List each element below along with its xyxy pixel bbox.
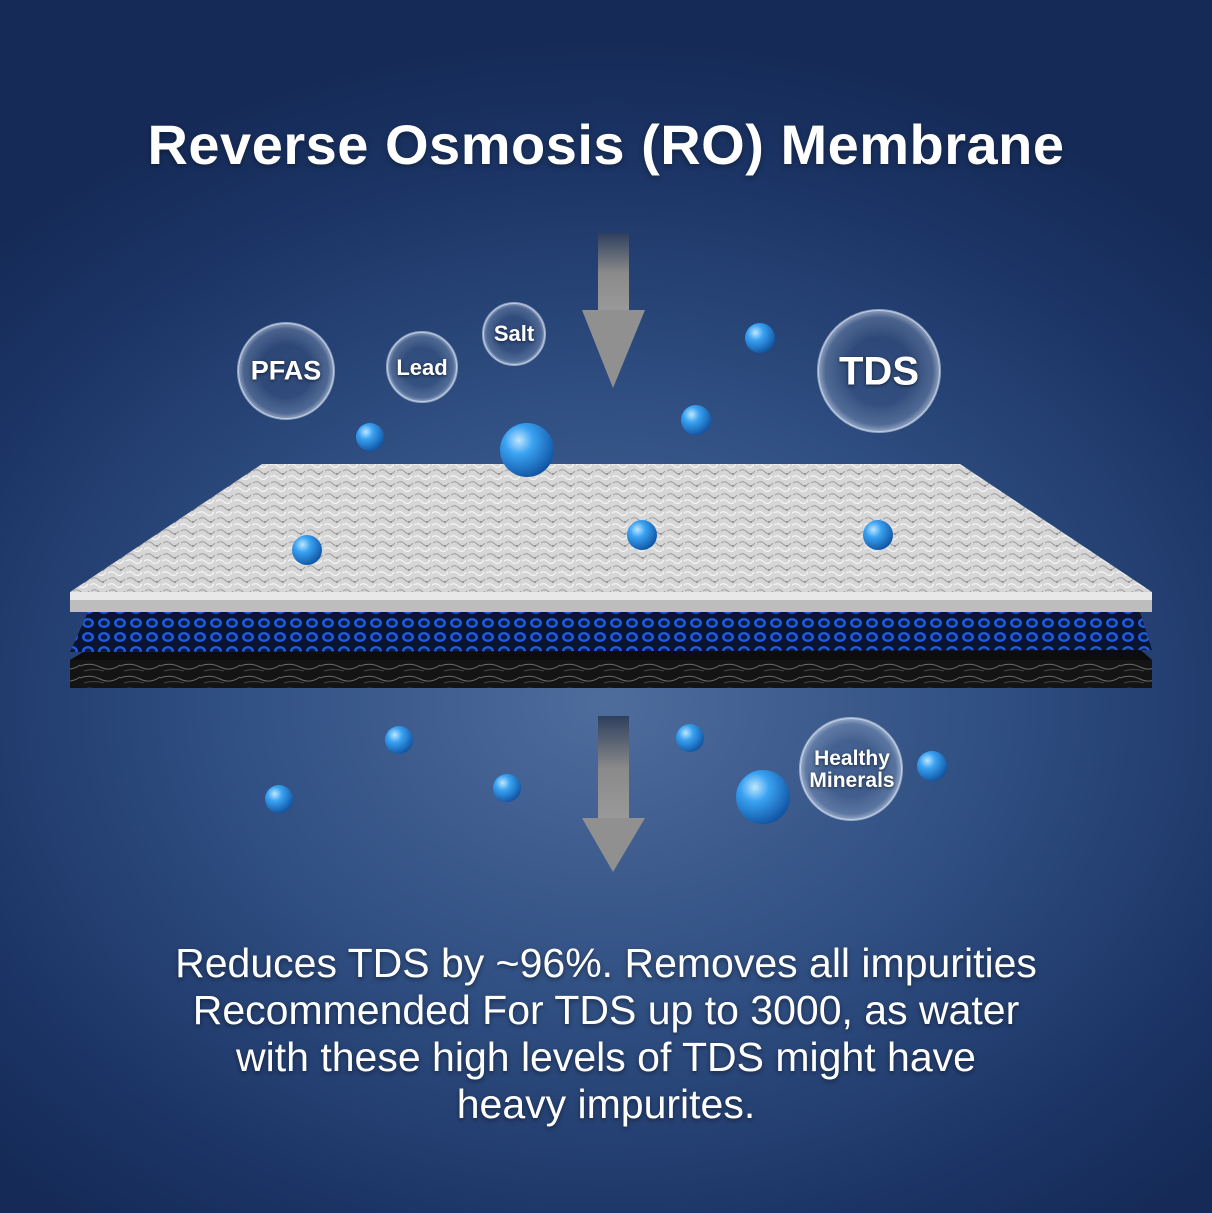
outflow-arrow-icon — [582, 716, 645, 872]
water-drop-icon — [356, 423, 384, 451]
tds-label: TDS — [839, 349, 919, 394]
membrane-mesh-layer — [70, 612, 1152, 652]
pfas-bubble-icon — [237, 322, 335, 420]
water-drop-icon — [493, 774, 521, 802]
salt-bubble-icon — [482, 302, 546, 366]
healthy-minerals-line-2: Minerals — [809, 769, 895, 792]
water-drop-icon — [681, 405, 711, 435]
page-title: Reverse Osmosis (RO) Membrane — [147, 113, 1065, 176]
water-drop-icon — [385, 726, 413, 754]
salt-label: Salt — [493, 321, 535, 346]
description-line-3: with these high levels of TDS might have — [236, 1034, 976, 1080]
lead-label: Lead — [396, 355, 448, 380]
description-line-2: Recommended For TDS up to 3000, as water — [192, 987, 1020, 1033]
healthy-minerals-line-1: Healthy — [814, 747, 890, 770]
healthy-minerals-label: Healthy Minerals — [809, 748, 894, 792]
water-drop-icon — [627, 520, 657, 550]
water-drops — [265, 323, 947, 824]
water-drop-icon — [676, 724, 704, 752]
contaminant-bubbles — [237, 302, 941, 821]
minerals-bubble-icon — [799, 717, 903, 821]
inflow-arrow-icon — [582, 233, 645, 388]
tds-bubble-icon — [817, 309, 941, 433]
membrane-layers — [70, 464, 1152, 688]
water-drop-icon — [265, 785, 293, 813]
lead-bubble-icon — [386, 331, 458, 403]
description-text: Reduces TDS by ~96%. Removes all impurit… — [60, 940, 1152, 1128]
membrane-top-layer — [70, 464, 1152, 592]
description-line-4: heavy impurites. — [456, 1081, 756, 1127]
water-drop-icon — [500, 423, 554, 477]
water-drop-icon — [863, 520, 893, 550]
water-drop-icon — [292, 535, 322, 565]
pfas-label: PFAS — [250, 355, 322, 386]
water-drop-icon — [745, 323, 775, 353]
water-drop-icon — [917, 751, 947, 781]
membrane-base-layer — [70, 660, 1152, 688]
water-drop-icon — [736, 770, 790, 824]
description-line-1: Reduces TDS by ~96%. Removes all impurit… — [175, 940, 1037, 986]
